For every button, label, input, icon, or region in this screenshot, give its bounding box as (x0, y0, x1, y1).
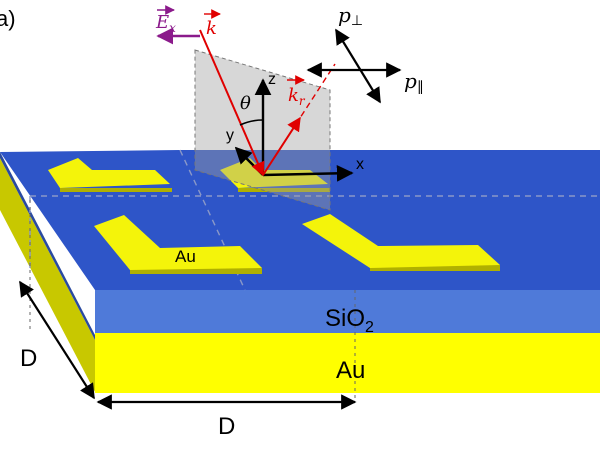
axis-label-x: x (356, 156, 364, 173)
au-particle-back-left (48, 158, 172, 192)
spacer-material-label: SiO2 (325, 305, 374, 336)
period-side-label: D (20, 345, 37, 372)
panel-label: a) (0, 6, 16, 31)
particle-material-label: Au (175, 247, 196, 266)
incident-beam (199, 29, 265, 177)
polarization-perp-label: p⊥ (338, 3, 363, 28)
polarization-arrows (306, 28, 402, 104)
svg-text:Ex: Ex (155, 12, 176, 35)
dimension-guides (29, 200, 356, 400)
polarization-par-label: p∥ (404, 69, 424, 94)
svg-text:kr: kr (288, 85, 306, 108)
au-particle-front-left (94, 215, 262, 274)
period-side-arrow (19, 280, 95, 400)
substrate-front-face (95, 333, 600, 393)
axis-label-y: y (226, 127, 234, 144)
angle-label: θ (240, 93, 251, 114)
incident-k-label: k (204, 9, 221, 39)
axis-label-z: z (268, 71, 276, 88)
period-front-label: D (218, 413, 235, 440)
reflected-wavevector (262, 116, 301, 176)
field-label: Ex (155, 5, 176, 35)
svg-text:k: k (206, 18, 217, 39)
au-particle-front-right (302, 214, 500, 271)
au-particle-back-right (220, 158, 330, 192)
spacer-front-face (95, 290, 600, 333)
incidence-angle-arc (239, 119, 264, 126)
reflected-k-label: kr (287, 75, 306, 108)
substrate-material-label: Au (336, 357, 365, 384)
